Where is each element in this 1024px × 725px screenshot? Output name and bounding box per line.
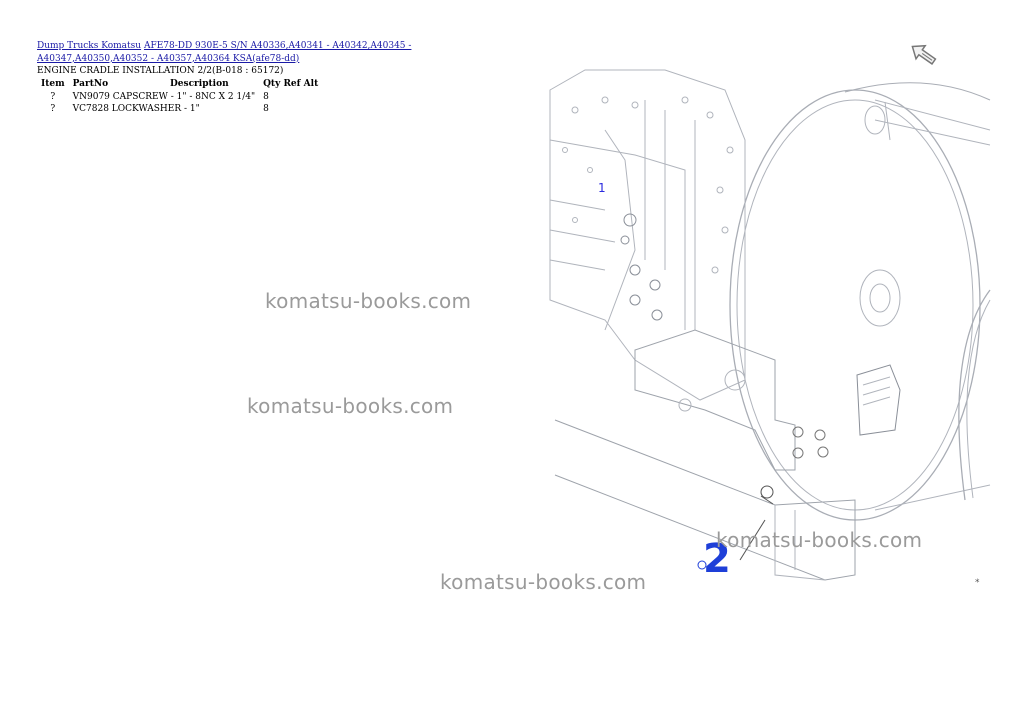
row-qty: 8 <box>263 104 269 114</box>
watermark: komatsu-books.com <box>716 528 923 552</box>
column-header-qty-ref-alt: Qty Ref Alt <box>263 79 319 89</box>
callout-1: 1 <box>598 181 606 195</box>
section-title: ENGINE CRADLE INSTALLATION 2/2(B-018 : 6… <box>37 66 284 76</box>
table-header-row: Item PartNo Description Qty Ref Alt <box>37 79 322 91</box>
column-header-item: Item <box>41 79 65 89</box>
column-header-partno: PartNo <box>72 79 109 89</box>
breadcrumb-link-model[interactable]: AFE78-DD 930E-5 S/N A40336,A40341 - A403… <box>37 41 412 64</box>
row-part-description: VC7828 LOCKWASHER - 1" <box>69 103 259 115</box>
row-qty: 8 <box>263 92 269 102</box>
watermark: komatsu-books.com <box>247 394 454 418</box>
table-row: ? VC7828 LOCKWASHER - 1" 8 <box>37 103 322 115</box>
table-row: ? VN9079 CAPSCREW - 1" - 8NC X 2 1/4" 8 <box>37 91 322 103</box>
breadcrumb-link-category[interactable]: Dump Trucks Komatsu <box>37 41 142 51</box>
column-header-description: Description <box>169 79 229 89</box>
row-part-description: VN9079 CAPSCREW - 1" - 8NC X 2 1/4" <box>69 91 259 103</box>
row-description: LOCKWASHER - 1" <box>111 104 200 114</box>
watermark: komatsu-books.com <box>265 289 472 313</box>
corner-mark: * <box>975 578 980 588</box>
row-item: ? <box>50 92 56 102</box>
row-partno: VN9079 <box>72 92 110 102</box>
parts-header: Dump Trucks Komatsu AFE78-DD 930E-5 S/N … <box>37 40 417 78</box>
row-partno: VC7828 <box>72 104 109 114</box>
row-description: CAPSCREW - 1" - 8NC X 2 1/4" <box>112 92 256 102</box>
parts-table: Item PartNo Description Qty Ref Alt ? VN… <box>37 79 322 115</box>
watermark: komatsu-books.com <box>440 570 647 594</box>
exploded-parts-drawing: 1 2 * <box>549 44 991 588</box>
row-item: ? <box>50 104 56 114</box>
callout-2: 2 <box>703 536 731 582</box>
direction-arrow-icon <box>911 44 937 65</box>
